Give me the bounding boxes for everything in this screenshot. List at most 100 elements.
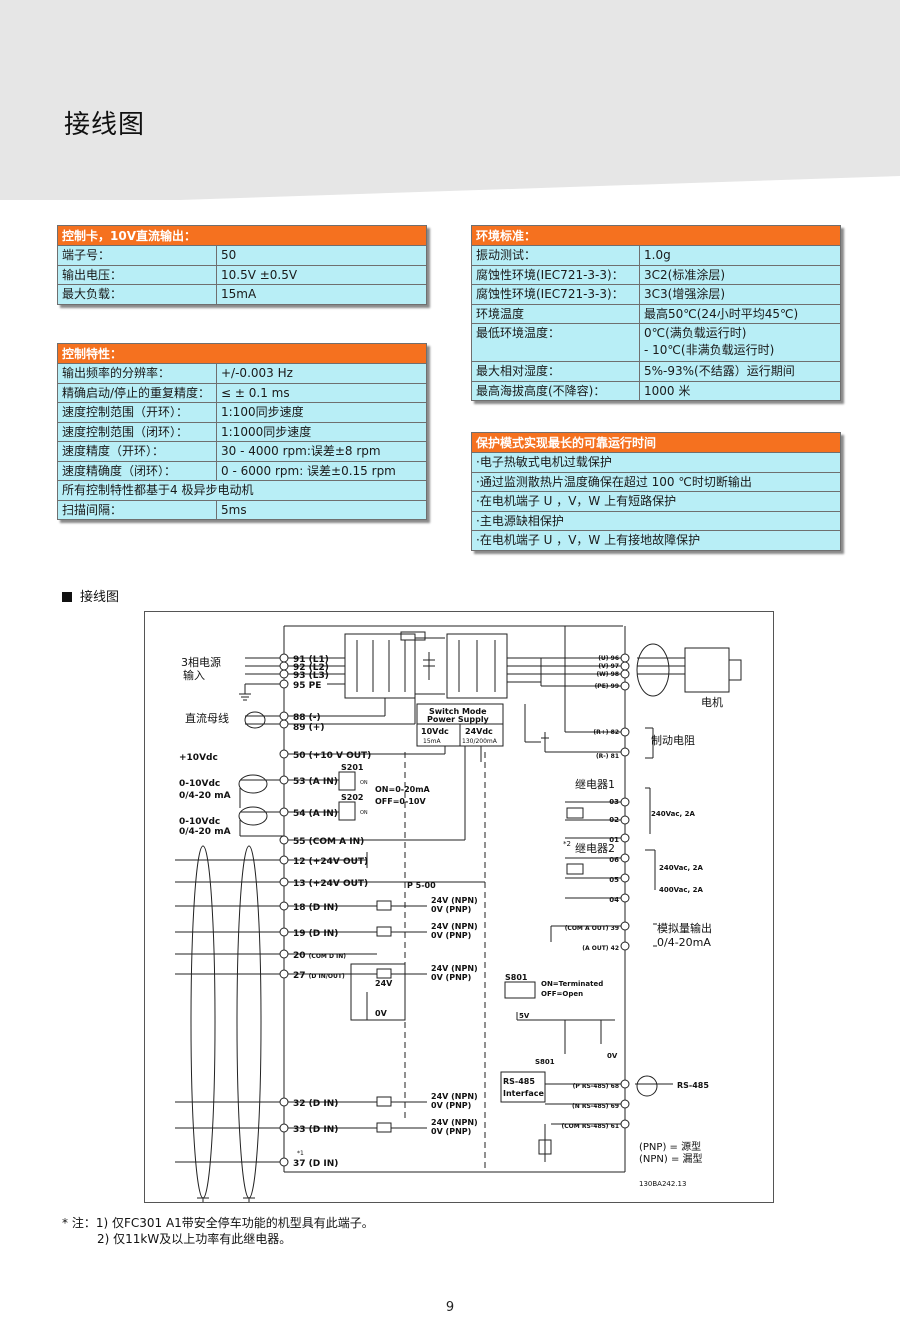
control-characteristics-title: 控制特性： [57, 343, 427, 364]
terminal-number: 39 [611, 925, 619, 932]
relay-contact-number: 06 [609, 856, 619, 864]
svg-text:0V: 0V [607, 1052, 618, 1060]
terminal-name: (COM D IN) [309, 953, 347, 960]
svg-text:输入: 输入 [183, 668, 205, 682]
terminal-number: 18 [293, 903, 306, 913]
terminal-number: 20 [293, 951, 306, 961]
header-band [0, 0, 900, 200]
terminal-name: (-) [309, 713, 321, 723]
table-row: 输出电压： 10.5V ±0.5V [57, 264, 427, 285]
list-item: ·在电机端子 U ，V，W 上有接地故障保护 [471, 530, 841, 551]
table-row: 端子号： 50 [57, 245, 427, 266]
svg-text:电机: 电机 [701, 695, 723, 709]
terminal-number: 81 [611, 753, 619, 760]
svg-text:0V (PNP): 0V (PNP) [431, 1101, 471, 1110]
svg-text:54 (A IN): 54 (A IN) [293, 809, 338, 819]
svg-text:0-10Vdc: 0-10Vdc [179, 817, 220, 827]
diagram-heading: 接线图 [62, 586, 119, 605]
svg-text:模拟量输出: 模拟量输出 [657, 921, 712, 935]
list-item: ·主电源缺相保护 [471, 510, 841, 531]
environment-table: 环境标准： 振动测试： 1.0g 腐蚀性环境(IEC721-3-3)： 3C2(… [471, 225, 841, 401]
svg-text:88 (-): 88 (-) [293, 713, 321, 723]
relay-contact-number: 02 [609, 816, 619, 824]
terminal-name: (+24V OUT) [309, 879, 369, 889]
svg-text:*2: *2 [563, 840, 571, 848]
terminal-number: 68 [611, 1083, 619, 1090]
svg-text:(N RS-485) 69: (N RS-485) 69 [572, 1103, 619, 1110]
s202-on-marker: ON [360, 810, 368, 816]
terminal-number: 98 [611, 671, 619, 678]
svg-text:130/200mA: 130/200mA [462, 738, 498, 745]
svg-text:240Vac, 2A: 240Vac, 2A [659, 864, 703, 872]
terminal-number: 55 [293, 837, 306, 847]
svg-text:37 (D IN): 37 (D IN) [293, 1159, 338, 1169]
table-row: 腐蚀性环境(IEC721-3-3)： 3C2(标准涂层) [471, 264, 841, 285]
list-item: ·电子热敏式电机过载保护 [471, 452, 841, 473]
list-item: ·在电机端子 U ，V，W 上有短路保护 [471, 491, 841, 512]
svg-text:S801: S801 [505, 973, 528, 982]
terminal-name: (COM RS-485) [562, 1123, 609, 1130]
terminal-name: (R+) [593, 729, 608, 736]
svg-text:89 (+): 89 (+) [293, 723, 324, 733]
svg-text:制动电阻: 制动电阻 [651, 734, 695, 747]
svg-text:0-10Vdc: 0-10Vdc [179, 779, 220, 789]
terminal-name: (D IN/OUT) [309, 973, 345, 980]
terminal-name: (N RS-485) [572, 1103, 609, 1110]
svg-text:Switch Mode: Switch Mode [429, 707, 487, 716]
relay-contact-number: 05 [609, 876, 619, 884]
svg-text:(PNP) = 源型: (PNP) = 源型 [639, 1140, 701, 1153]
table-row: 最高海拔高度(不降容)： 1000 米 [471, 380, 841, 401]
svg-text:130BA242.13: 130BA242.13 [639, 1180, 686, 1188]
table-row: 所有控制特性都基于4 极异步电动机 [57, 480, 427, 501]
svg-text:92 (L2): 92 (L2) [293, 663, 329, 673]
svg-text:50 (+10 V OUT): 50 (+10 V OUT) [293, 751, 371, 761]
environment-title: 环境标准： [471, 225, 841, 246]
table-row: 输出频率的分辨率： +/-0.003 Hz [57, 363, 427, 384]
svg-text:P 5-00: P 5-00 [407, 881, 436, 890]
s201-on-marker: ON [360, 780, 368, 786]
terminal-name: (R-) [596, 753, 609, 760]
svg-text:18 (D IN): 18 (D IN) [293, 903, 338, 913]
table-row: 速度控制范围（开环）： 1:100同步速度 [57, 402, 427, 423]
terminal-name: PE [309, 681, 322, 691]
svg-text:(NPN) = 漏型: (NPN) = 漏型 [639, 1152, 703, 1165]
svg-text:Interface: Interface [503, 1089, 544, 1098]
svg-text:0V (PNP): 0V (PNP) [431, 973, 471, 982]
svg-text:(V) 97: (V) 97 [598, 663, 619, 670]
wiring-diagram: 3相电源 输入 直流母线 +10Vdc 0-10Vdc 0/4-20 mA 0-… [144, 611, 774, 1203]
terminal-name: (D IN) [309, 903, 339, 913]
svg-text:Power Supply: Power Supply [427, 715, 490, 724]
terminal-name: (L2) [309, 663, 329, 673]
wiring-diagram-svg: 3相电源 输入 直流母线 +10Vdc 0-10Vdc 0/4-20 mA 0-… [175, 625, 742, 1202]
svg-text:(R+) 82: (R+) 82 [593, 729, 619, 736]
svg-text:91 (L1): 91 (L1) [293, 655, 329, 665]
terminal-name: (D IN) [309, 1159, 339, 1169]
terminal-name: (U) [598, 655, 609, 662]
terminal-number: 42 [611, 945, 619, 952]
terminal-number: 27 [293, 971, 306, 981]
terminal-name: (A OUT) [582, 945, 609, 952]
svg-text:S801: S801 [535, 1058, 555, 1066]
table-row: 精确启动/停止的重复精度： ≤ ± 0.1 ms [57, 382, 427, 403]
square-bullet-icon [62, 592, 72, 602]
footnote-2: 2) 仅11kW及以上功率有此继电器。 [97, 1232, 292, 1246]
terminal-name: (D IN) [309, 1099, 339, 1109]
relay-contact-number: 04 [609, 896, 619, 904]
svg-text:12 (+24V OUT): 12 (+24V OUT) [293, 857, 368, 867]
terminal-number: 88 [293, 713, 306, 723]
control-card-table: 控制卡，10V直流输出： 端子号： 50 输出电压： 10.5V ±0.5V 最… [57, 225, 427, 305]
svg-text:55 (COM A IN): 55 (COM A IN) [293, 837, 364, 847]
svg-text:(COM RS-485) 61: (COM RS-485) 61 [562, 1123, 619, 1130]
terminal-number: 12 [293, 857, 306, 867]
terminal-number: 32 [293, 1099, 306, 1109]
terminal-number: 61 [611, 1123, 619, 1130]
terminal-name: (+24V OUT) [309, 857, 369, 867]
svg-text:(U) 96: (U) 96 [598, 655, 619, 662]
svg-text:400Vac, 2A: 400Vac, 2A [659, 886, 703, 894]
svg-text:S202: S202 [341, 793, 363, 802]
svg-text:240Vac, 2A: 240Vac, 2A [651, 810, 695, 818]
svg-text:24V (NPN): 24V (NPN) [431, 964, 478, 973]
footnote-1: * 注：1) 仅FC301 A1带安全停车功能的机型具有此端子。 [62, 1216, 374, 1230]
svg-text:OFF=0-10V: OFF=0-10V [375, 797, 426, 806]
svg-text:24Vdc: 24Vdc [465, 727, 493, 736]
